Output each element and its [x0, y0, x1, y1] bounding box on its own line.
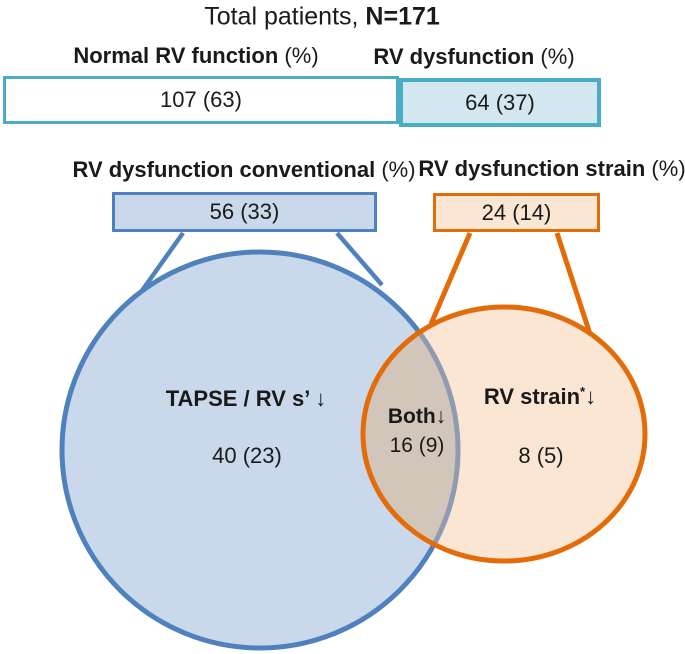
strain-circle-label-text: RV strain: [483, 384, 581, 410]
normal-rv-label-bold: Normal RV function: [73, 43, 279, 68]
conventional-label: RV dysfunction conventional (%): [72, 157, 415, 183]
strain-circle-label-asterisk: *: [580, 383, 586, 399]
strain-label-suffix: (%): [645, 156, 685, 181]
figure-title-n: N=171: [365, 2, 440, 31]
conventional-box: 56 (33): [112, 192, 377, 232]
strain-label-bold: RV dysfunction strain: [418, 156, 646, 181]
connector-line-blue-left: [139, 231, 185, 294]
connector-line-blue-right: [335, 231, 384, 287]
figure-title-text: Total patients,: [204, 2, 366, 31]
normal-rv-label: Normal RV function (%): [73, 43, 318, 69]
venn-circle-strain-outline: [360, 304, 648, 564]
tapse-circle-label: TAPSE / RV s’ ↓: [165, 386, 327, 411]
venn-overlap-region: [363, 307, 458, 561]
rv-dysfunction-bar-segment: 64 (37): [399, 78, 601, 127]
down-arrow-icon: ↓: [585, 384, 597, 410]
strain-value: 24 (14): [481, 199, 552, 225]
strain-circle-label: RV strain*↓: [484, 384, 596, 410]
conventional-value: 56 (33): [209, 199, 280, 224]
connector-line-orange-right: [554, 232, 593, 335]
rv-dysfunction-value: 64 (37): [465, 89, 535, 115]
rv-dysfunction-label-bold: RV dysfunction: [373, 44, 535, 69]
normal-rv-label-suffix: (%): [278, 43, 319, 68]
tapse-circle-value: 40 (23): [212, 443, 282, 468]
strain-box: 24 (14): [433, 193, 600, 232]
conventional-label-suffix: (%): [375, 157, 416, 182]
strain-label: RV dysfunction strain (%): [418, 156, 685, 182]
strain-circle-value: 8 (5): [518, 443, 564, 468]
venn-overlap-blue-arc: [363, 307, 461, 561]
rv-dysfunction-label: RV dysfunction (%): [373, 44, 574, 70]
both-value: 16 (9): [389, 434, 445, 457]
normal-rv-bar-segment: 107 (63): [3, 76, 399, 124]
both-label: Both↓: [387, 405, 447, 428]
connector-line-orange-left: [428, 232, 473, 325]
normal-rv-value: 107 (63): [160, 87, 242, 112]
rv-dysfunction-label-suffix: (%): [534, 44, 575, 69]
conventional-label-bold: RV dysfunction conventional: [72, 157, 376, 182]
figure-title: Total patients, N=171: [204, 3, 440, 32]
